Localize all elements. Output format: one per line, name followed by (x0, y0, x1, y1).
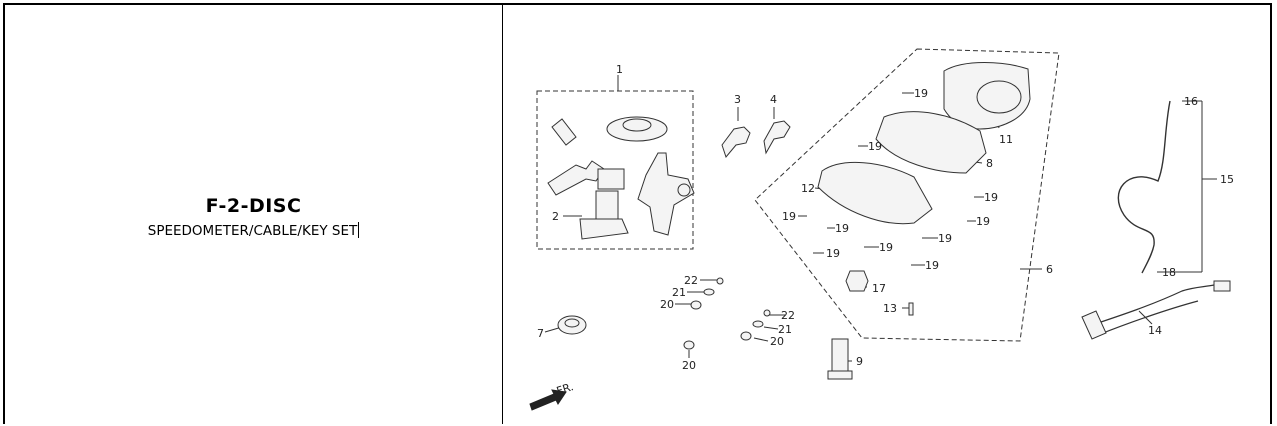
callout-19: 19 (984, 191, 998, 204)
callout-1: 1 (616, 63, 623, 76)
callout-17: 17 (872, 282, 886, 295)
nut-20b-sketch (683, 340, 695, 350)
seat-lock-sketch (637, 152, 695, 236)
connector-sketch (1213, 280, 1231, 292)
callout-19: 19 (976, 215, 990, 228)
parts-diagram: 1 2 3 4 6 7 8 9 11 12 13 14 15 16 17 18 … (502, 5, 1274, 426)
model-title: F-2-DISC (205, 195, 302, 217)
callout-2: 2 (552, 210, 559, 223)
nut-20c-sketch (740, 331, 752, 341)
front-direction-arrow (529, 389, 567, 411)
lock-cylinder-sketch (551, 118, 577, 146)
callout-4: 4 (770, 93, 777, 106)
key-sketch (547, 160, 605, 196)
bulb-socket-sketch (845, 270, 869, 292)
callout-7: 7 (537, 327, 544, 340)
callout-19: 19 (782, 210, 796, 223)
callout-22: 22 (684, 274, 698, 287)
callout-20: 20 (770, 335, 784, 348)
section-subtitle-text: SPEEDOMETER/CABLE/KEY SET (147, 223, 358, 239)
exploded-view-svg: 1 2 3 4 6 7 8 9 11 12 13 14 15 16 17 18 … (529, 48, 1234, 411)
callout-12: 12 (801, 182, 815, 195)
callout-16: 16 (1184, 95, 1198, 108)
callout-14: 14 (1148, 324, 1162, 337)
page-frame: F-2-DISC SPEEDOMETER/CABLE/KEY SET (3, 3, 1272, 424)
callout-20: 20 (682, 359, 696, 372)
ignition-head-sketch (597, 168, 625, 190)
key-4-sketch (763, 120, 791, 155)
text-cursor (358, 222, 360, 238)
callout-22: 22 (781, 309, 795, 322)
key-set-group-box (536, 90, 694, 250)
callout-11: 11 (999, 133, 1013, 146)
callout-9: 9 (856, 355, 863, 368)
callout-19: 19 (835, 222, 849, 235)
title-panel: F-2-DISC SPEEDOMETER/CABLE/KEY SET (5, 5, 503, 424)
front-direction-label: FR. (555, 380, 575, 398)
callout-19: 19 (826, 247, 840, 260)
screw-22-sketch (716, 277, 724, 285)
speedometer-cable-sketch (1117, 100, 1171, 274)
callout-18: 18 (1162, 266, 1176, 279)
callout-15: 15 (1220, 173, 1234, 186)
callout-6: 6 (1046, 263, 1053, 276)
callout-21: 21 (672, 286, 686, 299)
callout-13: 13 (883, 302, 897, 315)
meter-group-box (754, 48, 1060, 342)
rubber-sleeve-sketch (831, 338, 849, 374)
wire-harness-sketch (1091, 284, 1215, 336)
callout-19: 19 (879, 241, 893, 254)
washer-21-sketch (703, 288, 715, 296)
callout-19: 19 (868, 140, 882, 153)
washer-21b-sketch (752, 320, 764, 328)
callout-19: 19 (938, 232, 952, 245)
section-subtitle: SPEEDOMETER/CABLE/KEY SET (5, 222, 502, 239)
callout-21: 21 (778, 323, 792, 336)
meter-body-sketch (875, 111, 987, 174)
callout-3: 3 (734, 93, 741, 106)
key-3-sketch (721, 126, 751, 159)
nut-20-sketch (690, 300, 702, 310)
screw-13-sketch (908, 302, 914, 316)
callout-8: 8 (986, 157, 993, 170)
callout-19: 19 (925, 259, 939, 272)
callout-20: 20 (660, 298, 674, 311)
screw-22b-sketch (763, 309, 771, 317)
meter-case-sketch (817, 162, 933, 225)
callout-19: 19 (914, 87, 928, 100)
